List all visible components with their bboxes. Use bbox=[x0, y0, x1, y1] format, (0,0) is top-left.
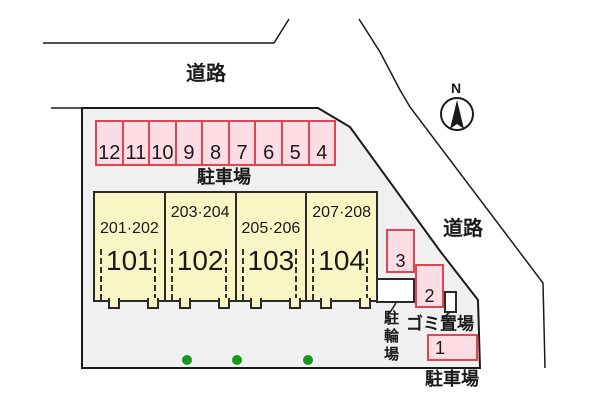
parking-lot-label-top: 駐車場 bbox=[197, 167, 251, 187]
parking-space-3: 3 bbox=[386, 229, 415, 273]
parking-space-number: 11 bbox=[125, 142, 147, 164]
parking-space: 8 bbox=[201, 122, 228, 164]
parking-space-2: 2 bbox=[415, 264, 444, 308]
parking-space-number: 3 bbox=[395, 251, 406, 271]
parking-lot-label-bottom: 駐車場 bbox=[425, 369, 479, 389]
entrance-step bbox=[108, 298, 120, 309]
north-label: N bbox=[450, 80, 462, 96]
parking-space-number: 12 bbox=[98, 142, 121, 164]
entrance-step bbox=[147, 298, 159, 309]
unit-number: 104 bbox=[318, 245, 365, 276]
entrance-dash-line bbox=[312, 249, 315, 300]
garbage-area-label: ゴミ置場 bbox=[406, 314, 474, 334]
parking-space: 9 bbox=[174, 122, 202, 164]
entrance-dash-line bbox=[100, 249, 102, 300]
room-numbers-label: 201·202 bbox=[100, 220, 159, 237]
parking-space-number: 5 bbox=[289, 142, 301, 164]
entrance-step bbox=[249, 298, 262, 309]
parking-space: 5 bbox=[280, 122, 308, 164]
garbage-pointer-line bbox=[442, 311, 451, 319]
bicycle-parking-box bbox=[376, 278, 415, 303]
entrance-dash-line bbox=[295, 249, 298, 300]
unit-number: 102 bbox=[176, 245, 224, 276]
parking-space-number: 8 bbox=[209, 142, 222, 164]
parking-space: 11 bbox=[121, 122, 149, 164]
building-unit-101: 201·202 101 bbox=[95, 193, 164, 309]
entrance-step bbox=[288, 298, 301, 309]
parking-space-number: 9 bbox=[183, 142, 195, 164]
entrance-dash-line bbox=[170, 249, 173, 300]
room-numbers-label: 207·208 bbox=[312, 204, 371, 221]
parking-space-number: 2 bbox=[424, 286, 435, 306]
building-unit-104: 207·208 104 bbox=[305, 193, 376, 309]
entrance-step bbox=[178, 298, 191, 309]
parking-space-number: 4 bbox=[316, 142, 328, 164]
bicycle-pointer-line bbox=[388, 302, 397, 315]
room-numbers-label: 205·206 bbox=[241, 220, 301, 237]
entrance-dash-line bbox=[153, 249, 156, 300]
parking-space: 6 bbox=[254, 122, 281, 164]
building-unit-103: 205·206 103 bbox=[234, 193, 306, 309]
room-numbers-label: 203·204 bbox=[170, 204, 230, 221]
tree-dot bbox=[182, 355, 192, 365]
building: 201·202 101 203·204 102 205·206 103 207·… bbox=[93, 191, 378, 309]
unit-number: 103 bbox=[247, 245, 295, 276]
entrance-step bbox=[217, 298, 230, 309]
unit-number: 101 bbox=[106, 245, 153, 276]
bicycle-parking-label: 駐輪場 bbox=[382, 310, 399, 364]
entrance-dash-line bbox=[366, 249, 368, 300]
entrance-dash-line bbox=[224, 249, 227, 300]
road-edge-top bbox=[43, 18, 290, 44]
road-label-right: 道路 bbox=[443, 218, 483, 240]
entrance-step bbox=[359, 298, 372, 309]
parking-space: 12 bbox=[97, 122, 122, 164]
compass-needle bbox=[450, 100, 464, 129]
parking-space-number: 1 bbox=[435, 337, 446, 358]
parking-space-number: 10 bbox=[151, 142, 174, 164]
entrance-dash-line bbox=[241, 249, 244, 300]
road-edge-right bbox=[358, 18, 546, 369]
entrance-step bbox=[320, 298, 333, 309]
building-unit-102: 203·204 102 bbox=[163, 193, 235, 309]
parking-space-number: 7 bbox=[236, 142, 248, 164]
tree-dot bbox=[303, 355, 313, 365]
parking-space: 7 bbox=[227, 122, 255, 164]
parking-space-number: 6 bbox=[263, 142, 275, 164]
road-label-top: 道路 bbox=[186, 63, 226, 85]
tree-dot bbox=[232, 355, 242, 365]
garbage-box bbox=[444, 291, 457, 313]
parking-space-1: 1 bbox=[427, 334, 478, 361]
parking-space: 4 bbox=[307, 122, 335, 164]
compass bbox=[440, 97, 474, 131]
parking-space: 10 bbox=[148, 122, 175, 164]
parking-row: 12 11 10 9 8 7 6 5 4 bbox=[95, 120, 336, 166]
